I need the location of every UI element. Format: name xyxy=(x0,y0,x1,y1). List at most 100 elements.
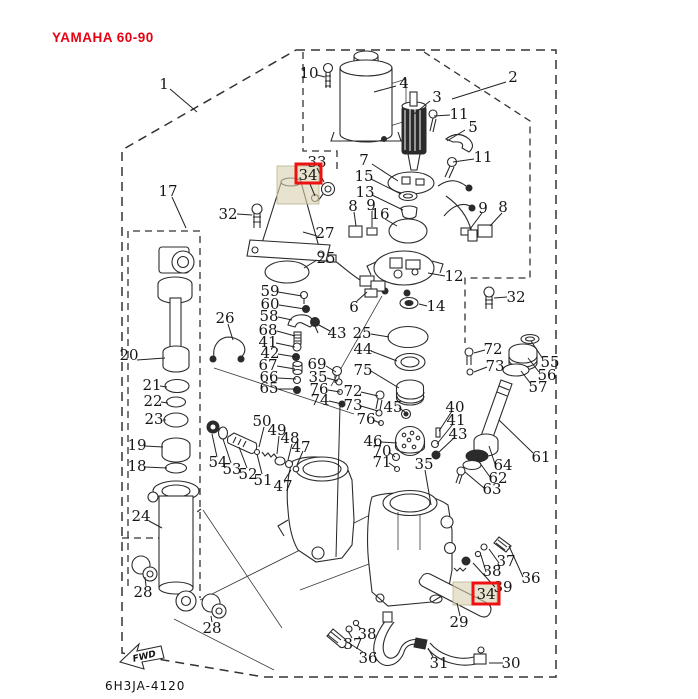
page-title: YAMAHA 60-90 xyxy=(52,30,154,45)
leader-line xyxy=(160,401,169,404)
leader-line xyxy=(371,163,399,182)
part-label-18: 18 xyxy=(127,457,146,475)
leader-line xyxy=(370,350,398,362)
part-label-62: 62 xyxy=(488,469,507,487)
o-ring-22 xyxy=(165,396,187,408)
part-label-31: 31 xyxy=(429,654,448,672)
leader-line xyxy=(520,370,532,385)
selected-part-label-34: 34 xyxy=(476,585,495,603)
leader-line xyxy=(275,342,296,348)
leader-line xyxy=(371,194,404,211)
part-label-48: 48 xyxy=(280,429,299,447)
part-label-8: 8 xyxy=(498,198,508,216)
leader-line xyxy=(144,576,147,587)
leader-line xyxy=(427,647,434,658)
leader-line xyxy=(171,196,187,229)
leader-line xyxy=(236,213,253,216)
leader-line xyxy=(169,88,198,113)
part-label-27: 27 xyxy=(315,224,334,242)
part-label-66: 66 xyxy=(259,368,278,386)
leader-line xyxy=(473,349,486,354)
leader-line xyxy=(427,272,446,277)
leader-line xyxy=(277,377,297,380)
part-label-55: 55 xyxy=(540,353,559,371)
leader-line xyxy=(398,407,406,413)
leader-line xyxy=(227,323,234,341)
plug-70 xyxy=(391,452,401,462)
part-label-70: 70 xyxy=(372,442,391,460)
part-label-25: 25 xyxy=(316,249,335,267)
leader-line xyxy=(370,370,400,389)
part-label-51: 51 xyxy=(253,471,272,489)
leader-line xyxy=(256,453,263,475)
selected-part-34-box-1[interactable] xyxy=(294,162,323,185)
leader-line xyxy=(433,114,451,117)
part-label-63: 63 xyxy=(482,480,501,498)
bolt-72a xyxy=(375,390,385,411)
part-label-38: 38 xyxy=(482,562,501,580)
part-label-52: 52 xyxy=(238,465,257,483)
leader-line xyxy=(276,330,296,337)
part-label-12: 12 xyxy=(444,267,463,285)
bushing-28-right xyxy=(201,593,227,619)
part-label-23: 23 xyxy=(144,410,163,428)
tilt-cylinder-assembly xyxy=(131,246,227,619)
part-label-35: 35 xyxy=(414,455,433,473)
leader-line xyxy=(316,323,331,332)
part-label-37: 37 xyxy=(496,552,515,570)
leader-line xyxy=(335,405,341,558)
o-ring-25b xyxy=(387,325,429,349)
brush-8-right xyxy=(477,224,493,238)
plug-36-right xyxy=(493,536,512,553)
leader-line xyxy=(353,211,357,227)
leader-line xyxy=(343,639,364,653)
bolt-32-right xyxy=(483,286,495,309)
part-label-15: 15 xyxy=(354,167,373,185)
part-label-41: 41 xyxy=(258,333,277,351)
ring-55 xyxy=(520,333,540,345)
selected-part-highlights: 34 34 xyxy=(294,162,501,606)
part-label-25: 25 xyxy=(352,324,371,342)
leader-line xyxy=(498,419,534,454)
seal-19 xyxy=(161,437,191,463)
o-ring-25 xyxy=(264,260,310,284)
selected-part-34-box-2[interactable] xyxy=(471,581,501,606)
part-label-64: 64 xyxy=(493,456,512,474)
bolt-32-left xyxy=(251,203,263,228)
brush-8-left xyxy=(348,225,363,238)
trim-rod-61 xyxy=(473,379,513,457)
part-label-24: 24 xyxy=(131,507,150,525)
part-label-58: 58 xyxy=(259,307,278,325)
part-label-28: 28 xyxy=(133,583,152,601)
leader-line xyxy=(144,445,164,448)
part-label-40: 40 xyxy=(445,398,464,416)
part-label-11: 11 xyxy=(449,105,468,123)
leader-line xyxy=(148,520,163,529)
plug-36-left xyxy=(326,628,347,649)
leader-line xyxy=(276,365,296,370)
leader-line xyxy=(287,443,293,461)
leader-line xyxy=(309,183,316,197)
part-label-8: 8 xyxy=(348,197,358,215)
part-label-42: 42 xyxy=(260,344,279,362)
part-label-49: 49 xyxy=(267,421,286,439)
part-label-6: 6 xyxy=(349,298,359,316)
leader-line xyxy=(388,462,397,469)
part-label-2: 2 xyxy=(508,68,518,86)
leader-line xyxy=(144,466,168,469)
part-label-30: 30 xyxy=(501,654,520,672)
part-label-37: 37 xyxy=(343,635,362,653)
part-label-69: 69 xyxy=(307,355,326,373)
leader-line xyxy=(508,545,524,578)
leader-line xyxy=(473,366,488,373)
selected-part-label-34: 34 xyxy=(298,166,317,184)
leader-line xyxy=(373,85,397,93)
spring-47 xyxy=(261,451,278,459)
part-label-7: 7 xyxy=(359,151,369,169)
valve-67 xyxy=(292,360,303,376)
bolt-72b xyxy=(464,347,474,365)
part-label-57: 57 xyxy=(528,378,547,396)
part-label-32: 32 xyxy=(218,205,237,223)
part-label-44: 44 xyxy=(353,340,372,358)
